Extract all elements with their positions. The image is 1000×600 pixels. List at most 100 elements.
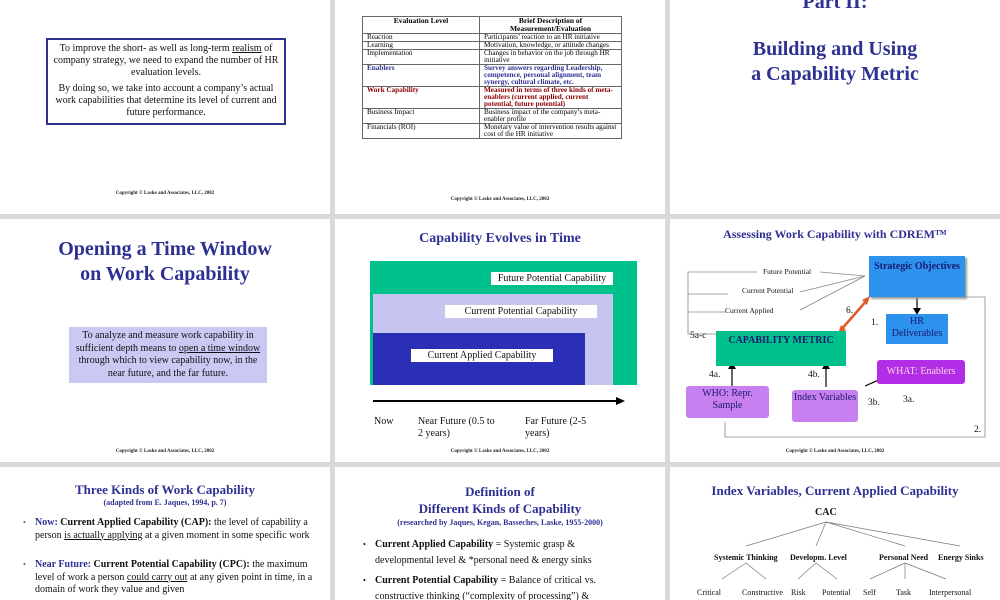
current-potential-label: Current Potential Capability — [445, 305, 597, 318]
bullet-now: •Now: Current Applied Capability (CAP): … — [23, 517, 315, 542]
underlined-phrase: open a time window — [178, 342, 261, 354]
slide-5[interactable]: Capability Evolves in Time Future Potent… — [335, 219, 665, 462]
text: of company strategy, we need to expand t… — [53, 43, 279, 78]
step-1-label: 1. — [871, 318, 879, 328]
current-applied-tag: Current Applied — [725, 306, 774, 315]
underlined-phrase: is actually applying — [64, 529, 143, 541]
who-sample-box: WHO: Repr. Sample — [686, 386, 769, 418]
level-cell: Business Impact — [362, 108, 480, 124]
text: To improve the short- as well as long-te… — [59, 43, 233, 54]
title-line: on Work Capability — [80, 263, 250, 285]
slide-title: Index Variables, Current Applied Capabil… — [711, 483, 959, 498]
table-row: Business Impact Business impact of the c… — [362, 108, 622, 124]
column-header: Brief Description of Measurement/Evaluat… — [479, 16, 622, 34]
bullet-near-future: •Near Future: Current Potential Capabili… — [23, 559, 315, 597]
node-personal-need: Personal Need — [879, 553, 929, 562]
slide-8[interactable]: Definition of Different Kinds of Capabil… — [335, 467, 665, 600]
node-task: Task — [896, 588, 911, 597]
timeline-arrow — [373, 397, 625, 405]
index-variables-box: Index Variables — [792, 390, 858, 422]
step-6-label: 6. — [846, 306, 854, 316]
node-systemic-thinking: Systemic Thinking — [714, 553, 778, 562]
slide-2[interactable]: Evaluation Level Brief Description of Me… — [335, 0, 665, 214]
text: To analyze and measure work capability i… — [75, 330, 254, 354]
desc-cell: Business impact of the company’s meta-en… — [479, 108, 622, 124]
bullet-term: Current Potential Capability (CPC): — [91, 559, 250, 570]
text: = Systemic grasp & developmental level &… — [375, 539, 592, 566]
slide-1[interactable]: To improve the short- as well as long-te… — [0, 0, 330, 214]
node-self: Self — [863, 588, 876, 597]
copyright: Copyright © Laske and Associates, LLC, 2… — [785, 449, 885, 454]
desc-cell: Measured in terms of three kinds of meta… — [479, 86, 622, 109]
node-critical: Critical — [697, 588, 721, 597]
title-line: Definition of — [465, 484, 535, 499]
column-header: Evaluation Level — [362, 16, 480, 34]
paragraph-2: By doing so, we take into account a comp… — [55, 83, 277, 118]
step-4a-label: 4a. — [709, 370, 721, 380]
bullet-icon: • — [363, 540, 366, 549]
text: through which to view capability now, in… — [78, 355, 258, 379]
slide-title: Definition of Different Kinds of Capabil… — [335, 483, 665, 517]
table-header-row: Evaluation Level Brief Description of Me… — [362, 16, 622, 34]
bullet-cpc: • Current Potential Capability = Balance … — [363, 573, 635, 600]
bullet-cac: • Current Applied Capability = Systemic g… — [363, 537, 635, 569]
realism-text-box: To improve the short- as well as long-te… — [46, 38, 286, 125]
node-risk: Risk — [791, 588, 806, 597]
what-enablers-box: WHAT: Enablers — [877, 360, 965, 384]
bullet-term: Current Applied Capability (CAP): — [57, 517, 212, 528]
desc-cell: Changes in behavior on the job through H… — [479, 49, 622, 65]
bullet-term: Current Applied Capability — [375, 539, 494, 550]
step-3b-label: 3b. — [868, 398, 880, 408]
now-label: Now — [374, 416, 394, 427]
copyright: Copyright © Laske and Associates, LLC, 2… — [450, 449, 550, 454]
slide-6[interactable]: Assessing Work Capability with CDREM™ Fu… — [670, 219, 1000, 462]
level-cell: Work Capability — [362, 86, 480, 109]
slide-9[interactable]: Index Variables, Current Applied Capabil… — [670, 467, 1000, 600]
slide-subtitle: (researched by Jaques, Kegan, Basseches,… — [397, 518, 603, 527]
time-window-text-box: To analyze and measure work capability i… — [69, 327, 267, 383]
text: the maximum level of work a person — [35, 559, 308, 583]
desc-cell: Monetary value of intervention results a… — [479, 123, 622, 139]
slide-3[interactable]: Part II: Building and Using a Capability… — [670, 0, 1000, 214]
text: at any given point in time, in a domain … — [35, 571, 313, 596]
step-3a-label: 3a. — [903, 395, 915, 405]
slide-4[interactable]: Opening a Time Window on Work Capability… — [0, 219, 330, 462]
text: at a given moment in some specific work — [142, 529, 310, 541]
title-line: Opening a Time Window — [58, 238, 272, 260]
bullet-icon: • — [363, 576, 366, 585]
bullet-term: Current Potential Capability — [375, 575, 499, 586]
copyright: Copyright © Laske and Associates, LLC, 2… — [115, 191, 215, 196]
current-applied-label: Current Applied Capability — [411, 349, 553, 362]
level-cell: Financials (ROI) — [362, 123, 480, 139]
copyright: Copyright © Laske and Associates, LLC, 2… — [450, 197, 550, 202]
slide-subtitle: (adapted from E. Jaques, 1994, p. 7) — [103, 498, 227, 507]
step-4b-label: 4b. — [808, 370, 820, 380]
slide-title: Opening a Time Window on Work Capability — [0, 237, 330, 287]
text: = Balance of critical vs. constructive t… — [375, 575, 596, 600]
title-line: Different Kinds of Capability — [418, 501, 582, 516]
desc-cell: Survey answers regarding Leadership, com… — [479, 64, 622, 87]
table-row: Financials (ROI) Monetary value of inter… — [362, 123, 622, 139]
underlined-phrase: could carry out — [126, 571, 188, 583]
bullet-icon: • — [23, 560, 26, 569]
future-potential-tag: Future Potential — [763, 267, 812, 276]
title-line: a Capability Metric — [751, 63, 919, 85]
current-potential-tag: Current Potential — [742, 286, 794, 295]
paragraph-1: To improve the short- as well as long-te… — [52, 43, 280, 79]
level-cell: Implementation — [362, 49, 480, 65]
node-energy-sinks: Energy Sinks — [938, 553, 984, 562]
strategic-objectives-box: Strategic Objectives — [869, 256, 965, 297]
slide-title: Capability Evolves in Time — [419, 231, 581, 246]
far-future-label: Far Future (2-5 years) — [525, 416, 587, 439]
node-developm-level: Developm. Level — [790, 553, 847, 562]
step-2-label: 2. — [974, 425, 982, 435]
level-cell: Enablers — [362, 64, 480, 87]
underlined-word: realism — [232, 43, 262, 54]
title-line: Building and Using — [752, 38, 918, 60]
future-potential-label: Future Potential Capability — [491, 272, 613, 285]
node-interpersonal: Interpersonal — [929, 588, 972, 597]
slide-7[interactable]: Three Kinds of Work Capability (adapted … — [0, 467, 330, 600]
hr-deliverables-box: HR Deliverables — [886, 314, 948, 344]
part-label: Part II: — [802, 0, 868, 13]
table-row: Work Capability Measured in terms of thr… — [362, 86, 622, 109]
